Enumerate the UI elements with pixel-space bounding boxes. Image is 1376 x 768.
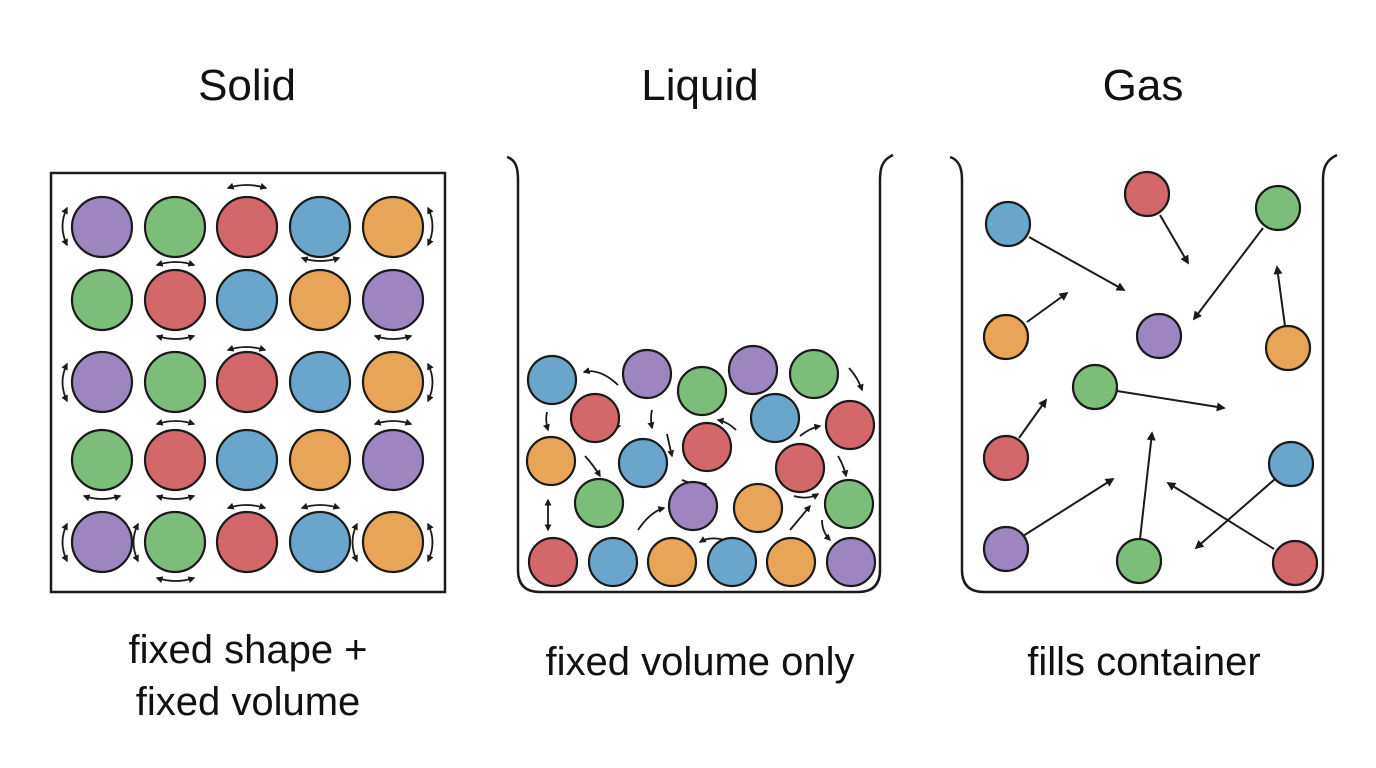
liquid-particle-green bbox=[823, 478, 875, 530]
solid-particle-purple bbox=[70, 350, 134, 414]
gas-particle-green bbox=[1115, 537, 1163, 585]
liquid-particle-purple bbox=[825, 536, 877, 588]
solid-particle-green bbox=[143, 510, 207, 574]
solid-particle-green bbox=[70, 268, 134, 332]
liquid-particle-red bbox=[774, 442, 826, 494]
solid-particle-orange bbox=[288, 268, 352, 332]
solid-particle-blue bbox=[288, 510, 352, 574]
liquid-particle-purple bbox=[621, 348, 673, 400]
gas-particle-red bbox=[1271, 539, 1319, 587]
solid-particle-purple bbox=[361, 268, 425, 332]
gas-particle-orange bbox=[982, 313, 1030, 361]
gas-particle-red bbox=[1123, 170, 1171, 218]
gas-caption: fills container bbox=[1027, 640, 1261, 684]
gas-particle-red bbox=[982, 434, 1030, 482]
solid-particle-red bbox=[143, 428, 207, 492]
solid-particle-orange bbox=[288, 428, 352, 492]
solid-particle-orange bbox=[361, 350, 425, 414]
liquid-particle-orange bbox=[732, 482, 784, 534]
liquid-particle-blue bbox=[706, 536, 758, 588]
liquid-particle-blue bbox=[526, 354, 578, 406]
solid-title: Solid bbox=[198, 61, 296, 110]
solid-particle-green bbox=[143, 195, 207, 259]
liquid-particle-red bbox=[569, 392, 621, 444]
solid-particle-blue bbox=[288, 350, 352, 414]
solid-particle-blue bbox=[215, 428, 279, 492]
solid-particle-red bbox=[215, 195, 279, 259]
liquid-caption: fixed volume only bbox=[545, 640, 855, 684]
gas-particle-blue bbox=[1267, 440, 1315, 488]
liquid-particle-blue bbox=[617, 437, 669, 489]
solid-particle-blue bbox=[215, 268, 279, 332]
liquid-particle-purple bbox=[727, 344, 779, 396]
gas-particle-purple bbox=[982, 525, 1030, 573]
particles-layer bbox=[70, 170, 1319, 588]
gas-particle-green bbox=[1254, 184, 1302, 232]
liquid-particle-green bbox=[676, 365, 728, 417]
solid-particle-green bbox=[70, 428, 134, 492]
solid-particle-blue bbox=[288, 195, 352, 259]
solid-container bbox=[49, 171, 447, 594]
solid-particle-red bbox=[215, 510, 279, 574]
gas-title: Gas bbox=[1102, 61, 1184, 110]
liquid-particle-orange bbox=[525, 435, 577, 487]
gas-motion-arrows bbox=[1018, 214, 1286, 550]
liquid-particle-blue bbox=[587, 536, 639, 588]
solid-particle-red bbox=[215, 350, 279, 414]
liquid-particle-red bbox=[824, 399, 876, 451]
gas-particle-blue bbox=[984, 200, 1032, 248]
liquid-particle-green bbox=[573, 477, 625, 529]
liquid-title: Liquid bbox=[641, 61, 759, 110]
solid-particle-purple bbox=[70, 510, 134, 574]
solid-particle-orange bbox=[361, 195, 425, 259]
solid-particle-green bbox=[143, 350, 207, 414]
liquid-particle-red bbox=[527, 536, 579, 588]
solid-vibration-arrows bbox=[61, 182, 434, 584]
gas-particle-orange bbox=[1264, 324, 1312, 372]
liquid-particle-red bbox=[681, 421, 733, 473]
solid-particle-orange bbox=[361, 510, 425, 574]
solid-caption: fixed shape + fixed volume bbox=[128, 628, 368, 724]
liquid-particle-orange bbox=[646, 536, 698, 588]
liquid-container bbox=[506, 153, 894, 594]
solid-particle-purple bbox=[70, 195, 134, 259]
solid-particle-purple bbox=[361, 428, 425, 492]
gas-particle-green bbox=[1071, 363, 1119, 411]
solid-particle-red bbox=[143, 268, 207, 332]
liquid-particle-green bbox=[788, 348, 840, 400]
gas-particle-purple bbox=[1135, 312, 1183, 360]
liquid-particle-orange bbox=[765, 536, 817, 588]
liquid-particle-blue bbox=[749, 392, 801, 444]
liquid-particle-purple bbox=[667, 480, 719, 532]
gas-container bbox=[949, 153, 1338, 594]
